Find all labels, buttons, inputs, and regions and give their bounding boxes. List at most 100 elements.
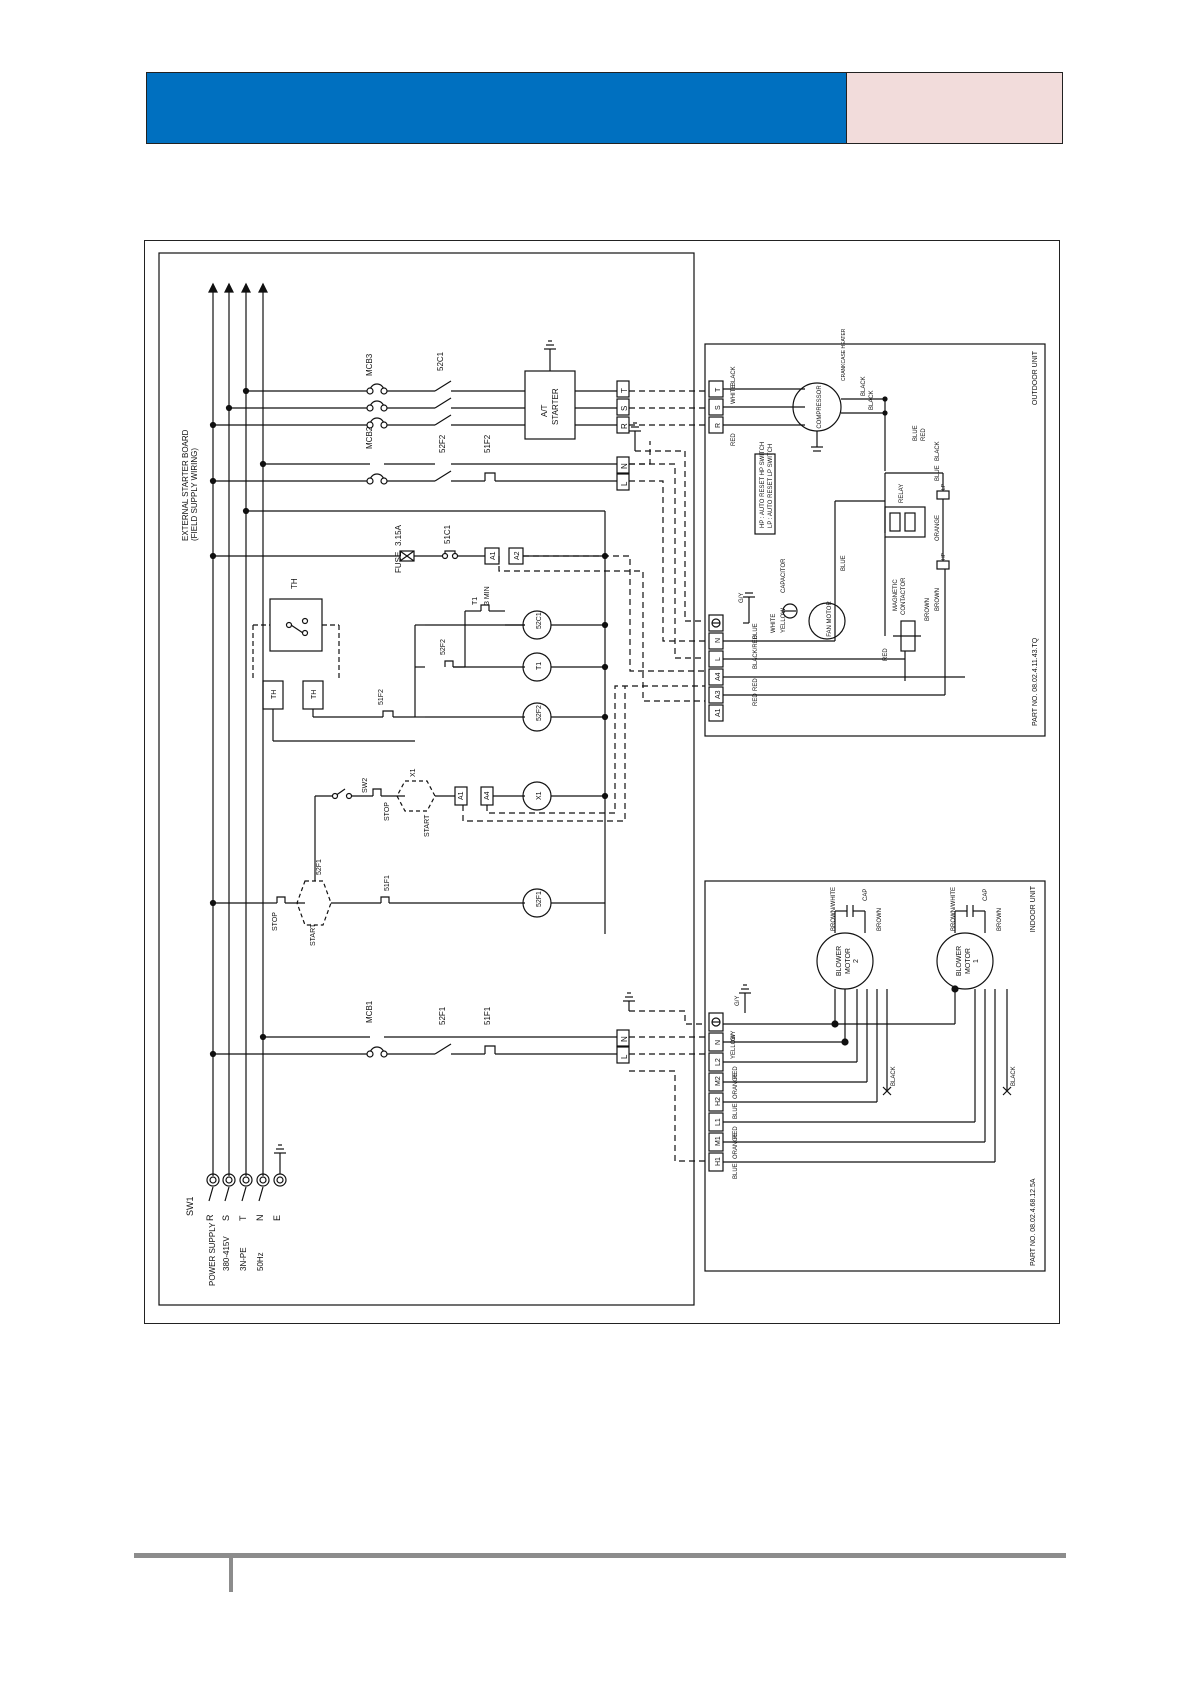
footer-tick — [229, 1558, 233, 1592]
indoor-wire-black-1: BLACK — [891, 1066, 897, 1086]
supply-rating-2: 380-415V — [222, 1236, 231, 1271]
fuse-rating: 3.15A — [394, 524, 403, 546]
supply-rating-3: 3N-PE — [239, 1247, 248, 1271]
c52f2-contact-label: 52F2 — [440, 639, 447, 655]
footer-rule — [134, 1553, 1066, 1558]
outdoor-unit-title: OUTDOOR UNIT — [1032, 350, 1039, 405]
contactor-line2: CONTACTOR — [901, 577, 907, 615]
stop-label-lower: STOP — [272, 912, 279, 931]
blower-motor-1-line1: BLOWER — [956, 946, 963, 976]
phase-e-label: E — [272, 1215, 282, 1221]
outdoor-wire-red-5: RED — [883, 648, 889, 661]
c52f1-rung — [209, 839, 605, 926]
c51f1-label-mcb1: 51F1 — [483, 1006, 492, 1025]
phase-s-label: S — [221, 1215, 231, 1221]
outdoor-terminal-a3: A3 — [715, 690, 722, 699]
phase-t-label: T — [238, 1215, 248, 1221]
terminal-s: S — [620, 406, 629, 411]
start-label-lower: START — [310, 923, 317, 946]
sw2-label: SW2 — [362, 778, 369, 793]
starter-line1: A/T — [540, 404, 549, 417]
indoor-cap-label-2: CAP — [983, 889, 989, 901]
terminal-a1-x1: A1 — [458, 791, 465, 800]
mcb3-circuit — [209, 340, 617, 440]
outdoor-gy-label: G/Y — [739, 593, 745, 603]
mcb2-label: MCB2 — [365, 426, 374, 449]
capacitor-label: CAPACITOR — [781, 558, 787, 593]
blower-motor-1-line2: MOTOR — [965, 948, 972, 974]
stop-label-upper: STOP — [384, 802, 391, 821]
outdoor-part-no: PART NO. 08.02.4.11.43.TQ — [1032, 637, 1039, 726]
coil-52c1: 52C1 — [536, 612, 543, 629]
c51f2-label-top: 51F2 — [483, 434, 492, 453]
indoor-part-no: PART NO. 08.02.4.68.12.5A — [1030, 1178, 1037, 1266]
outdoor-wire-black-2: BLACK — [861, 376, 867, 396]
c51c1-label: 51C1 — [443, 524, 452, 544]
starter-line2: STARTER — [551, 388, 560, 425]
indoor-wire-brownwhite-2: BROWN/WHITE — [951, 887, 957, 931]
hp-label: HP — [941, 552, 947, 560]
c52f1-contact-label: 52F1 — [316, 859, 323, 875]
lp-label: LP — [941, 483, 947, 490]
outdoor-unit-outline — [704, 343, 1046, 737]
supply-rating-4: 50Hz — [256, 1252, 265, 1271]
indoor-terminal-m2: M2 — [715, 1076, 722, 1086]
indoor-terminal-l1: L1 — [715, 1118, 722, 1126]
indoor-wire-yellow: YELLOW — [731, 1034, 737, 1059]
indoor-terminal-n: N — [715, 1040, 722, 1045]
blower-motor-2-line2: MOTOR — [845, 948, 852, 974]
switch-note-box — [754, 453, 776, 535]
outdoor-wire-blue-4: BLUE — [935, 465, 941, 481]
control-rail — [209, 507, 609, 934]
outdoor-wire-brown-1: BROWN — [925, 598, 931, 621]
outdoor-terminal-t: T — [715, 387, 722, 392]
thermostat-label: TH — [290, 578, 299, 589]
switch-note-line1: HP : AUTO RESET HP SWITCH — [760, 442, 766, 528]
header-bar — [146, 72, 846, 144]
outdoor-terminal-l: L — [715, 657, 722, 661]
outdoor-wire-red-4: RED — [753, 693, 759, 706]
th2-label: TH — [311, 690, 318, 699]
switch-note-line2: LP : AUTO RESET LP SWITCH — [768, 444, 774, 528]
indoor-unit-title: INDOOR UNIT — [1030, 885, 1037, 932]
phase-n-label: N — [255, 1215, 265, 1222]
mcb1-circuit — [209, 1029, 630, 1064]
coil-52f1: 52F1 — [536, 891, 543, 907]
x1-contact-label: X1 — [410, 768, 417, 777]
outdoor-terminal-r: R — [715, 423, 722, 428]
indoor-wire-red-2: RED — [733, 1126, 739, 1139]
indoor-terminal-h1: H1 — [715, 1157, 722, 1166]
fan-motor-label: FAN MOTOR — [827, 601, 833, 637]
blower-motor-2-line3: 2 — [853, 959, 860, 963]
terminal-n-top: N — [620, 463, 629, 469]
indoor-terminal-block — [708, 1012, 724, 1172]
blower-motor-1-line3: 1 — [973, 959, 980, 963]
phase-r-label: R — [205, 1214, 215, 1221]
outdoor-wire-black-3: BLACK — [869, 390, 875, 410]
mcb3-label: MCB3 — [365, 353, 374, 376]
indoor-gy-label-1: G/Y — [735, 996, 741, 1006]
c52f1-label-mcb1: 52F1 — [438, 1006, 447, 1025]
indoor-gy-label-2: G/Y — [731, 1031, 737, 1041]
outdoor-wire-blackred: BLACK/RED — [753, 634, 759, 669]
compressor-label: COMPRESSOR — [817, 385, 823, 429]
ground-symbols — [623, 422, 641, 1011]
indoor-terminal-h2: H2 — [715, 1097, 722, 1106]
c51f1-contact-label: 51F1 — [384, 875, 391, 891]
outdoor-terminal-a1: A1 — [715, 708, 722, 717]
coil-t1: T1 — [536, 662, 543, 670]
blower-motor-2-line1: BLOWER — [836, 946, 843, 976]
outdoor-wire-black-1: BLACK — [731, 366, 737, 386]
thermostat — [252, 598, 415, 742]
outdoor-terminal-block — [708, 380, 724, 722]
indoor-wire-orange-2: ORANGE — [733, 1133, 739, 1159]
outdoor-wire-white: WHITE — [731, 385, 737, 404]
outdoor-wire-blue-2: BLUE — [753, 623, 759, 639]
mcb1-label: MCB1 — [365, 1000, 374, 1023]
terminal-t: T — [620, 388, 629, 393]
terminal-l-bottom: L — [620, 1054, 629, 1059]
compressor-wiring — [723, 382, 888, 471]
start-label-upper: START — [424, 814, 431, 837]
indoor-wire-brown-2: BROWN — [997, 908, 1003, 931]
outdoor-wire-red-3: RED — [753, 678, 759, 691]
